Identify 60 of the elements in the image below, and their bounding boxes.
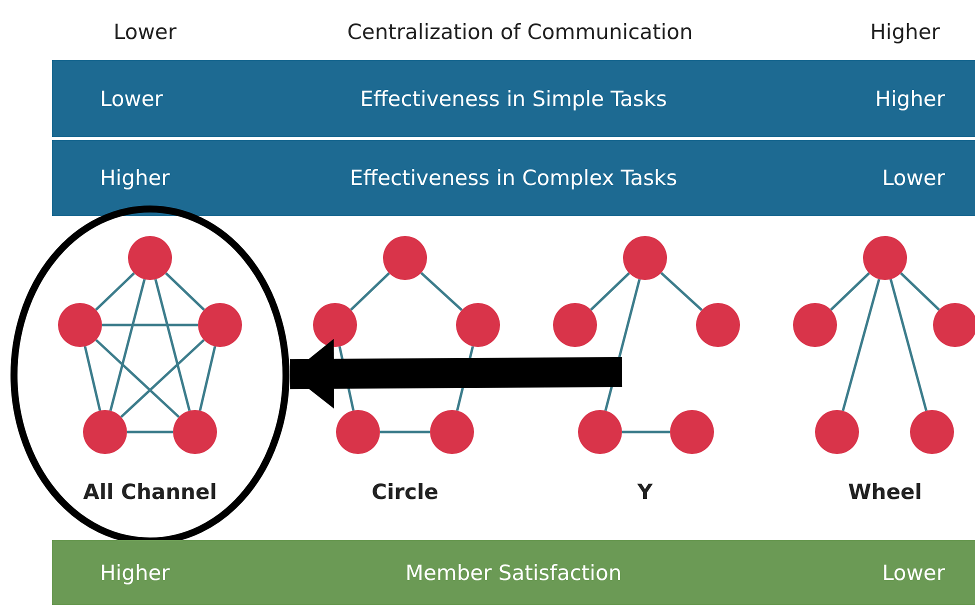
network-node-dot [933, 303, 975, 347]
axis-label: Higher [870, 20, 940, 44]
connector-line [420, 272, 463, 312]
network-node-dot [313, 303, 357, 347]
axis-label: Lower [114, 20, 176, 44]
connector-line [830, 272, 870, 311]
network-node-dot [553, 303, 597, 347]
scale-label: Lower [100, 86, 163, 110]
connector-line [154, 278, 191, 412]
connector-line [165, 272, 205, 311]
network-node-dot [815, 410, 859, 454]
connector-line [84, 346, 102, 411]
network-label: Wheel [848, 480, 922, 504]
connector-line [900, 272, 940, 311]
row-title: Effectiveness in Complex Tasks [350, 166, 678, 190]
network-node-dot [128, 236, 172, 280]
connector-line [127, 430, 173, 434]
connector-line [660, 272, 703, 312]
connector-line [102, 324, 198, 326]
network-node-dot [383, 236, 427, 280]
connector-line [842, 278, 880, 412]
network-node-dot [58, 303, 102, 347]
network-label: Y [637, 480, 653, 504]
network-node-dot [430, 410, 474, 454]
network-node-dot [456, 303, 500, 347]
network-node-dot [198, 303, 242, 347]
connector-line [350, 272, 390, 311]
network-node-dot [670, 410, 714, 454]
band [52, 540, 975, 605]
network-node-dot [623, 236, 667, 280]
axis-label: Centralization of Communication [347, 20, 693, 44]
connector-line [890, 278, 928, 412]
scale-label: Lower [882, 166, 945, 190]
connector-line [622, 430, 670, 434]
network-node-dot [793, 303, 837, 347]
connector-line [380, 430, 430, 434]
network-label: Circle [372, 480, 438, 504]
connector-line [95, 339, 180, 418]
row-title: Member Satisfaction [405, 560, 622, 584]
network-node-dot [578, 410, 622, 454]
network-node-dot [83, 410, 127, 454]
connector-line [120, 339, 205, 418]
connector-line [590, 272, 630, 311]
network-node-dot [863, 236, 907, 280]
scale-label: Higher [100, 560, 170, 584]
network-node-dot [173, 410, 217, 454]
scale-label: Higher [100, 166, 170, 190]
connector-line [95, 272, 135, 311]
network-node-dot [910, 410, 954, 454]
network-node-dot [336, 410, 380, 454]
connector-line [198, 346, 216, 411]
arrow [290, 338, 622, 409]
network-label: All Channel [83, 480, 217, 504]
network-node-dot [696, 303, 740, 347]
band [52, 140, 975, 216]
scale-label: Higher [875, 86, 945, 110]
row-title: Effectiveness in Simple Tasks [360, 86, 667, 110]
scale-label: Lower [882, 560, 945, 584]
connector-line [109, 278, 146, 412]
band [52, 60, 975, 137]
